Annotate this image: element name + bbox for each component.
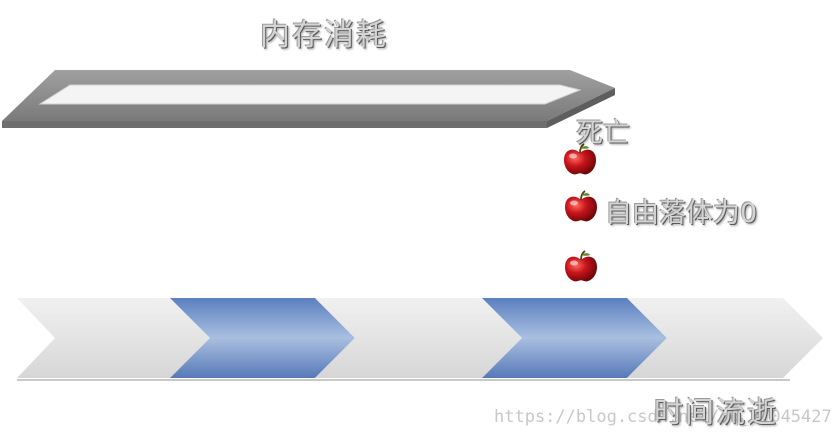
memory-consumption-label: 内存消耗 [260, 10, 388, 54]
memory-consumption-bar [2, 70, 615, 128]
timeline-arrows [17, 298, 823, 380]
time-flow-label: 时间流逝 [654, 389, 778, 431]
timeline-chevron [17, 298, 210, 378]
apple-icon [565, 191, 597, 221]
free-fall-label: 自由落体为0 [605, 191, 757, 230]
death-label: 死亡 [576, 111, 630, 150]
apple-icon [565, 251, 597, 281]
